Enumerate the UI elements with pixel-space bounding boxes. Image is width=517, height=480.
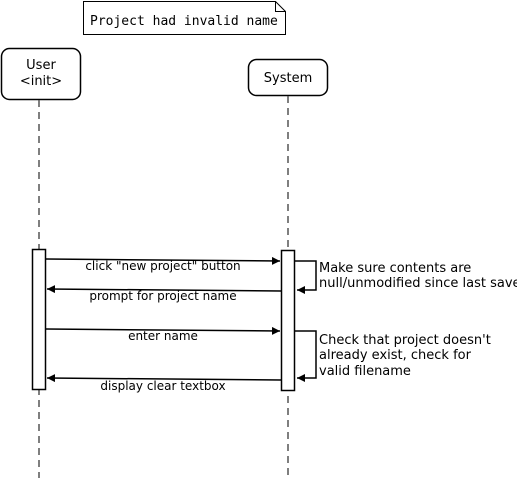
- self-message-line: Check that project doesn't: [319, 333, 491, 348]
- message-label: prompt for project name: [89, 289, 236, 303]
- participant-user-name: User: [26, 58, 56, 73]
- message-arrow: [45, 256, 281, 265]
- activation-user: [31, 248, 47, 391]
- self-message-make-sure: Make sure contents are null/unmodified s…: [295, 260, 517, 294]
- self-message-check-project: Check that project doesn't already exist…: [295, 330, 491, 382]
- message-arrow: [46, 285, 282, 294]
- message-arrow: [46, 374, 282, 383]
- self-message-line: already exist, check for: [319, 348, 472, 363]
- message-label: click "new project" button: [85, 259, 240, 273]
- self-message-line: Make sure contents are: [319, 261, 471, 276]
- message-click-new-project: click "new project" button: [45, 256, 281, 273]
- message-prompt-for-name: prompt for project name: [46, 285, 282, 303]
- self-message-arrow: [295, 330, 317, 382]
- message-label: enter name: [128, 329, 198, 343]
- message-display-clear-textbox: display clear textbox: [46, 374, 282, 393]
- participant-user-stereotype: <init>: [20, 74, 62, 89]
- message-enter-name: enter name: [45, 326, 281, 343]
- self-message-line: valid filename: [319, 364, 411, 379]
- activation-system: [280, 249, 296, 392]
- participant-user[interactable]: User <init>: [0, 47, 82, 101]
- participant-system[interactable]: System: [247, 58, 329, 97]
- note: Project had invalid name: [83, 1, 286, 35]
- participant-system-name: System: [264, 71, 312, 86]
- note-text: Project had invalid name: [90, 14, 278, 29]
- message-label: display clear textbox: [100, 379, 225, 393]
- self-message-arrow: [295, 260, 317, 294]
- message-arrow: [45, 326, 281, 335]
- self-message-line: null/unmodified since last save: [319, 276, 517, 291]
